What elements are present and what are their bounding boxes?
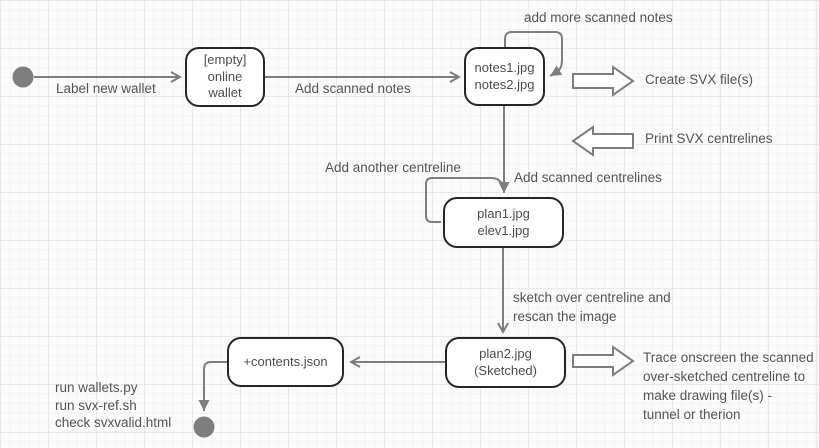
state-plan2-sketched: plan2.jpg (Sketched) [445,337,566,388]
final-state-node [193,416,215,438]
state-label-line: plan1.jpg [477,206,530,221]
state-label-line: [empty] [203,52,247,68]
state-empty-online-wallet: [empty] online wallet [185,47,265,107]
edge-label-label-new-wallet: Label new wallet [56,81,156,96]
edge-plan1-self-loop [425,177,503,223]
edge-label-add-scanned-notes: Add scanned notes [295,81,411,96]
state-label-line: +contents.json [243,353,328,369]
trace-arrow-icon [572,345,635,377]
state-label-line: plan2.jpg [479,346,532,361]
start-state-node [12,66,34,88]
state-notes-files: notes1.jpg notes2.jpg [464,47,545,106]
create-svx-arrow-icon [572,65,635,97]
state-label-line: notes2.jpg [474,76,535,92]
state-label-line: (Sketched) [474,362,537,378]
state-label-line: wallet [208,85,242,101]
edge-notes-self-loop [504,31,563,77]
edge-contents-to-end [198,361,227,411]
print-svx-arrow-icon [571,125,634,157]
state-label-line: elev1.jpg [477,222,530,238]
edge-label-add-another-centreline: Add another centreline [325,160,461,175]
state-contents-json: +contents.json [227,337,344,387]
annotation-print-svx: Print SVX centrelines [645,131,773,146]
state-label-line: online [207,68,243,84]
edge-label-add-more-scanned-notes: add more scanned notes [524,10,673,25]
state-label-line: notes1.jpg [474,60,535,75]
state-plan1-files: plan1.jpg elev1.jpg [443,197,564,248]
annotation-create-svx: Create SVX file(s) [645,72,754,87]
edge-label-add-scanned-centrelines: Add scanned centrelines [514,170,662,185]
annotation-run-scripts: run wallets.py run svx-ref.sh check svxv… [55,380,172,430]
annotation-trace-onscreen: Trace onscreen the scanned over-sketched… [643,350,814,422]
edge-label-sketch-over-centreline: sketch over centreline and rescan the im… [513,290,671,324]
